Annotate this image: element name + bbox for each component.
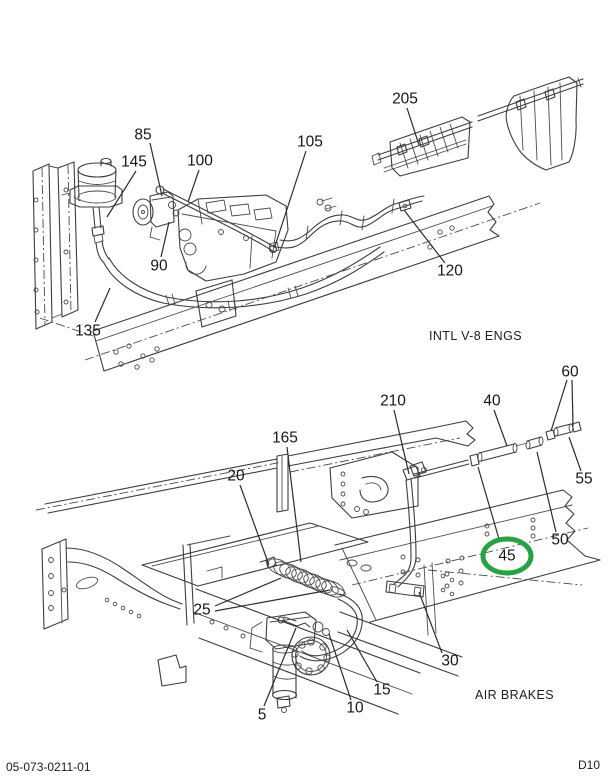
figure-air-brakes-drawing	[35, 420, 601, 715]
callout-145[interactable]: 145	[121, 154, 147, 171]
leader-line-120	[403, 209, 446, 264]
figure-caption-intl-v8-engs: INTL V-8 ENGS	[429, 329, 522, 343]
callout-45[interactable]: 45	[498, 548, 515, 565]
callout-165[interactable]: 165	[272, 430, 298, 447]
highlight-ellipse-45	[480, 536, 534, 576]
figure-intl-v8-engs-drawing	[32, 76, 584, 372]
leader-line-165	[286, 446, 302, 563]
leader-line-205	[406, 107, 420, 146]
page-code: D10	[578, 758, 601, 772]
callout-10[interactable]: 10	[346, 700, 364, 717]
callout-15[interactable]: 15	[373, 682, 390, 699]
leader-line-15	[346, 629, 378, 683]
leader-line-105	[274, 150, 307, 247]
leader-line-90	[160, 221, 170, 258]
callout-30[interactable]: 30	[441, 653, 459, 670]
callout-50[interactable]: 50	[551, 532, 569, 549]
callout-85[interactable]: 85	[134, 127, 151, 144]
callout-25[interactable]: 25	[193, 602, 210, 619]
callout-40[interactable]: 40	[483, 393, 501, 410]
leader-line-5	[263, 627, 297, 707]
callout-20[interactable]: 20	[227, 468, 245, 485]
leader-line-20	[239, 484, 270, 566]
document-number: 05-073-0211-01	[6, 760, 91, 774]
callout-100[interactable]: 100	[187, 153, 213, 170]
callout-55[interactable]: 55	[575, 471, 592, 488]
callout-60[interactable]: 60	[561, 364, 579, 381]
callout-90[interactable]: 90	[150, 258, 168, 275]
leader-line-40	[493, 409, 508, 447]
callout-105[interactable]: 105	[297, 134, 323, 151]
figure-caption-air-brakes: AIR BRAKES	[475, 688, 555, 702]
leader-line-60	[550, 379, 568, 432]
leader-line-210	[393, 409, 410, 475]
leader-line-145	[106, 170, 137, 218]
leader-line-25	[214, 577, 282, 607]
callout-135[interactable]: 135	[75, 323, 101, 340]
leader-line-25	[214, 589, 331, 612]
leader-line-100	[187, 169, 200, 203]
leader-line-135	[94, 287, 111, 323]
leader-line-45	[477, 466, 500, 540]
leader-line-55	[568, 436, 582, 472]
leader-line-10	[328, 633, 352, 701]
leader-line-85	[149, 142, 163, 197]
callout-5[interactable]: 5	[258, 707, 267, 724]
leader-line-30	[418, 591, 443, 654]
callout-120[interactable]: 120	[437, 263, 463, 280]
callout-210[interactable]: 210	[380, 393, 406, 410]
callout-205[interactable]: 205	[392, 91, 418, 108]
leader-line-60	[571, 379, 574, 427]
leader-line-50	[536, 451, 557, 533]
